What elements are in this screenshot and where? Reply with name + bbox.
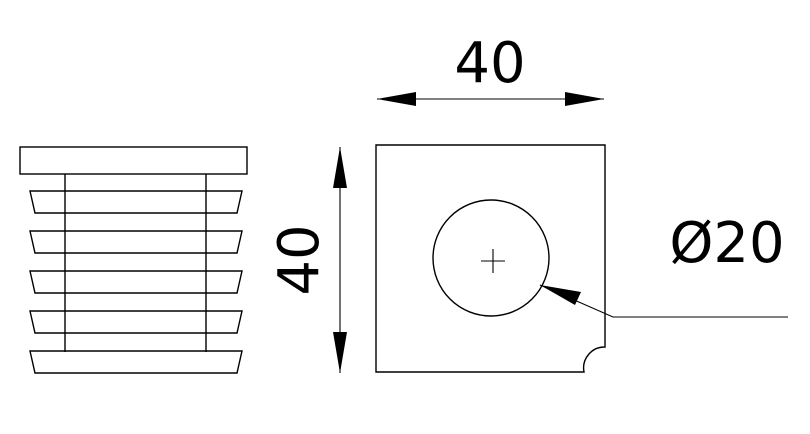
side-view-rib — [29, 310, 243, 334]
height-arrow-bottom — [333, 332, 347, 373]
width-arrow-right — [565, 92, 604, 106]
side-view-cap — [19, 146, 248, 175]
width-dimension-label: 40 — [454, 31, 525, 96]
height-dimension: 40 — [267, 147, 347, 373]
center-hole — [432, 199, 550, 317]
side-view — [19, 146, 248, 374]
diameter-arrow — [540, 285, 581, 305]
height-dimension-label: 40 — [267, 224, 332, 295]
diameter-callout: Ø20 — [539, 211, 788, 318]
height-arrow-top — [333, 147, 347, 188]
width-arrow-left — [377, 92, 416, 106]
side-view-rib — [29, 350, 243, 374]
side-view-rib — [29, 230, 243, 254]
top-view — [375, 144, 606, 373]
side-view-rib — [29, 190, 243, 214]
top-view-outline — [375, 144, 606, 373]
side-view-rib — [29, 270, 243, 294]
width-dimension: 40 — [377, 31, 604, 106]
diameter-label: Ø20 — [669, 211, 784, 276]
diameter-leader-line — [539, 284, 788, 318]
